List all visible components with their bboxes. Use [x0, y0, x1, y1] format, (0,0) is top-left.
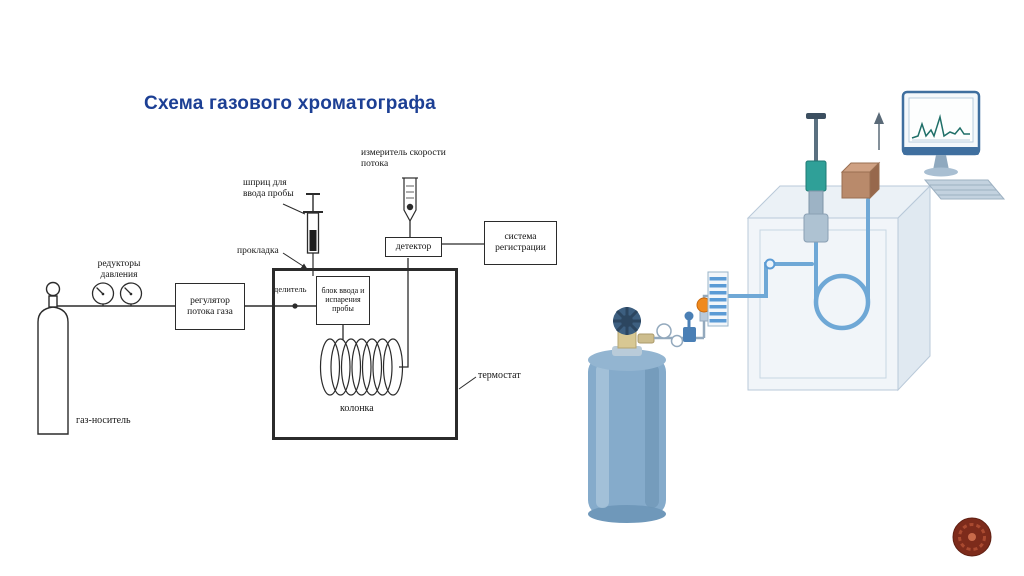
- page-title: Схема газового хроматографа: [144, 93, 436, 114]
- cylinder-valve-icon: [45, 281, 61, 297]
- syringe-pointer-line: [282, 203, 306, 215]
- thermostat-pointer-line: [458, 376, 477, 390]
- tube-valve-icon: [764, 258, 776, 270]
- flow-meter-icon: [402, 177, 418, 223]
- monitor-icon: [901, 90, 981, 177]
- flow-regulator-box: регулятор потока газа: [175, 283, 245, 330]
- label-splitter: делитель: [274, 284, 307, 294]
- recording-system-box: система регистрации: [484, 221, 557, 265]
- label-flow-meter: измеритель скорости потока: [361, 148, 446, 170]
- oven-tubing: [726, 198, 871, 331]
- syringe-icon: [303, 193, 323, 276]
- gauge-icon: [670, 334, 684, 348]
- label-column: колонка: [340, 403, 374, 414]
- up-arrow-icon: [874, 112, 884, 150]
- chromatogram-trace: [911, 114, 970, 139]
- carrier-gas-cylinder: [37, 281, 69, 435]
- label-pressure-reducers: редукторы давления: [97, 259, 141, 281]
- logo: [952, 517, 992, 557]
- oven-box: [746, 184, 932, 392]
- label-carrier-gas: газ-носитель: [76, 415, 131, 426]
- thermostat-outline: [272, 268, 458, 440]
- label-septum: прокладка: [237, 246, 279, 256]
- injector-block-box: блок ввода и испарения пробы: [316, 276, 370, 325]
- keyboard-icon: [923, 179, 1006, 200]
- cylinder-handwheel-icon: [613, 307, 641, 335]
- label-thermostat: термостат: [478, 370, 521, 381]
- splitter-point: [292, 303, 298, 309]
- column-to-detector-line: [399, 258, 409, 368]
- gas-cylinder-3d: [588, 307, 666, 523]
- pressure-gauges-icon: [91, 282, 143, 306]
- filter-column-icon: [707, 271, 729, 327]
- syringe-3d-icon: [803, 113, 829, 243]
- blue-valve-icon: [683, 311, 696, 342]
- regulator-assembly-3d: [654, 271, 729, 348]
- detector-box: детектор: [385, 237, 442, 257]
- detector-cube-icon: [840, 161, 881, 200]
- label-syringe: шприц для ввода пробы: [243, 178, 294, 200]
- gauge-icon: [656, 323, 672, 339]
